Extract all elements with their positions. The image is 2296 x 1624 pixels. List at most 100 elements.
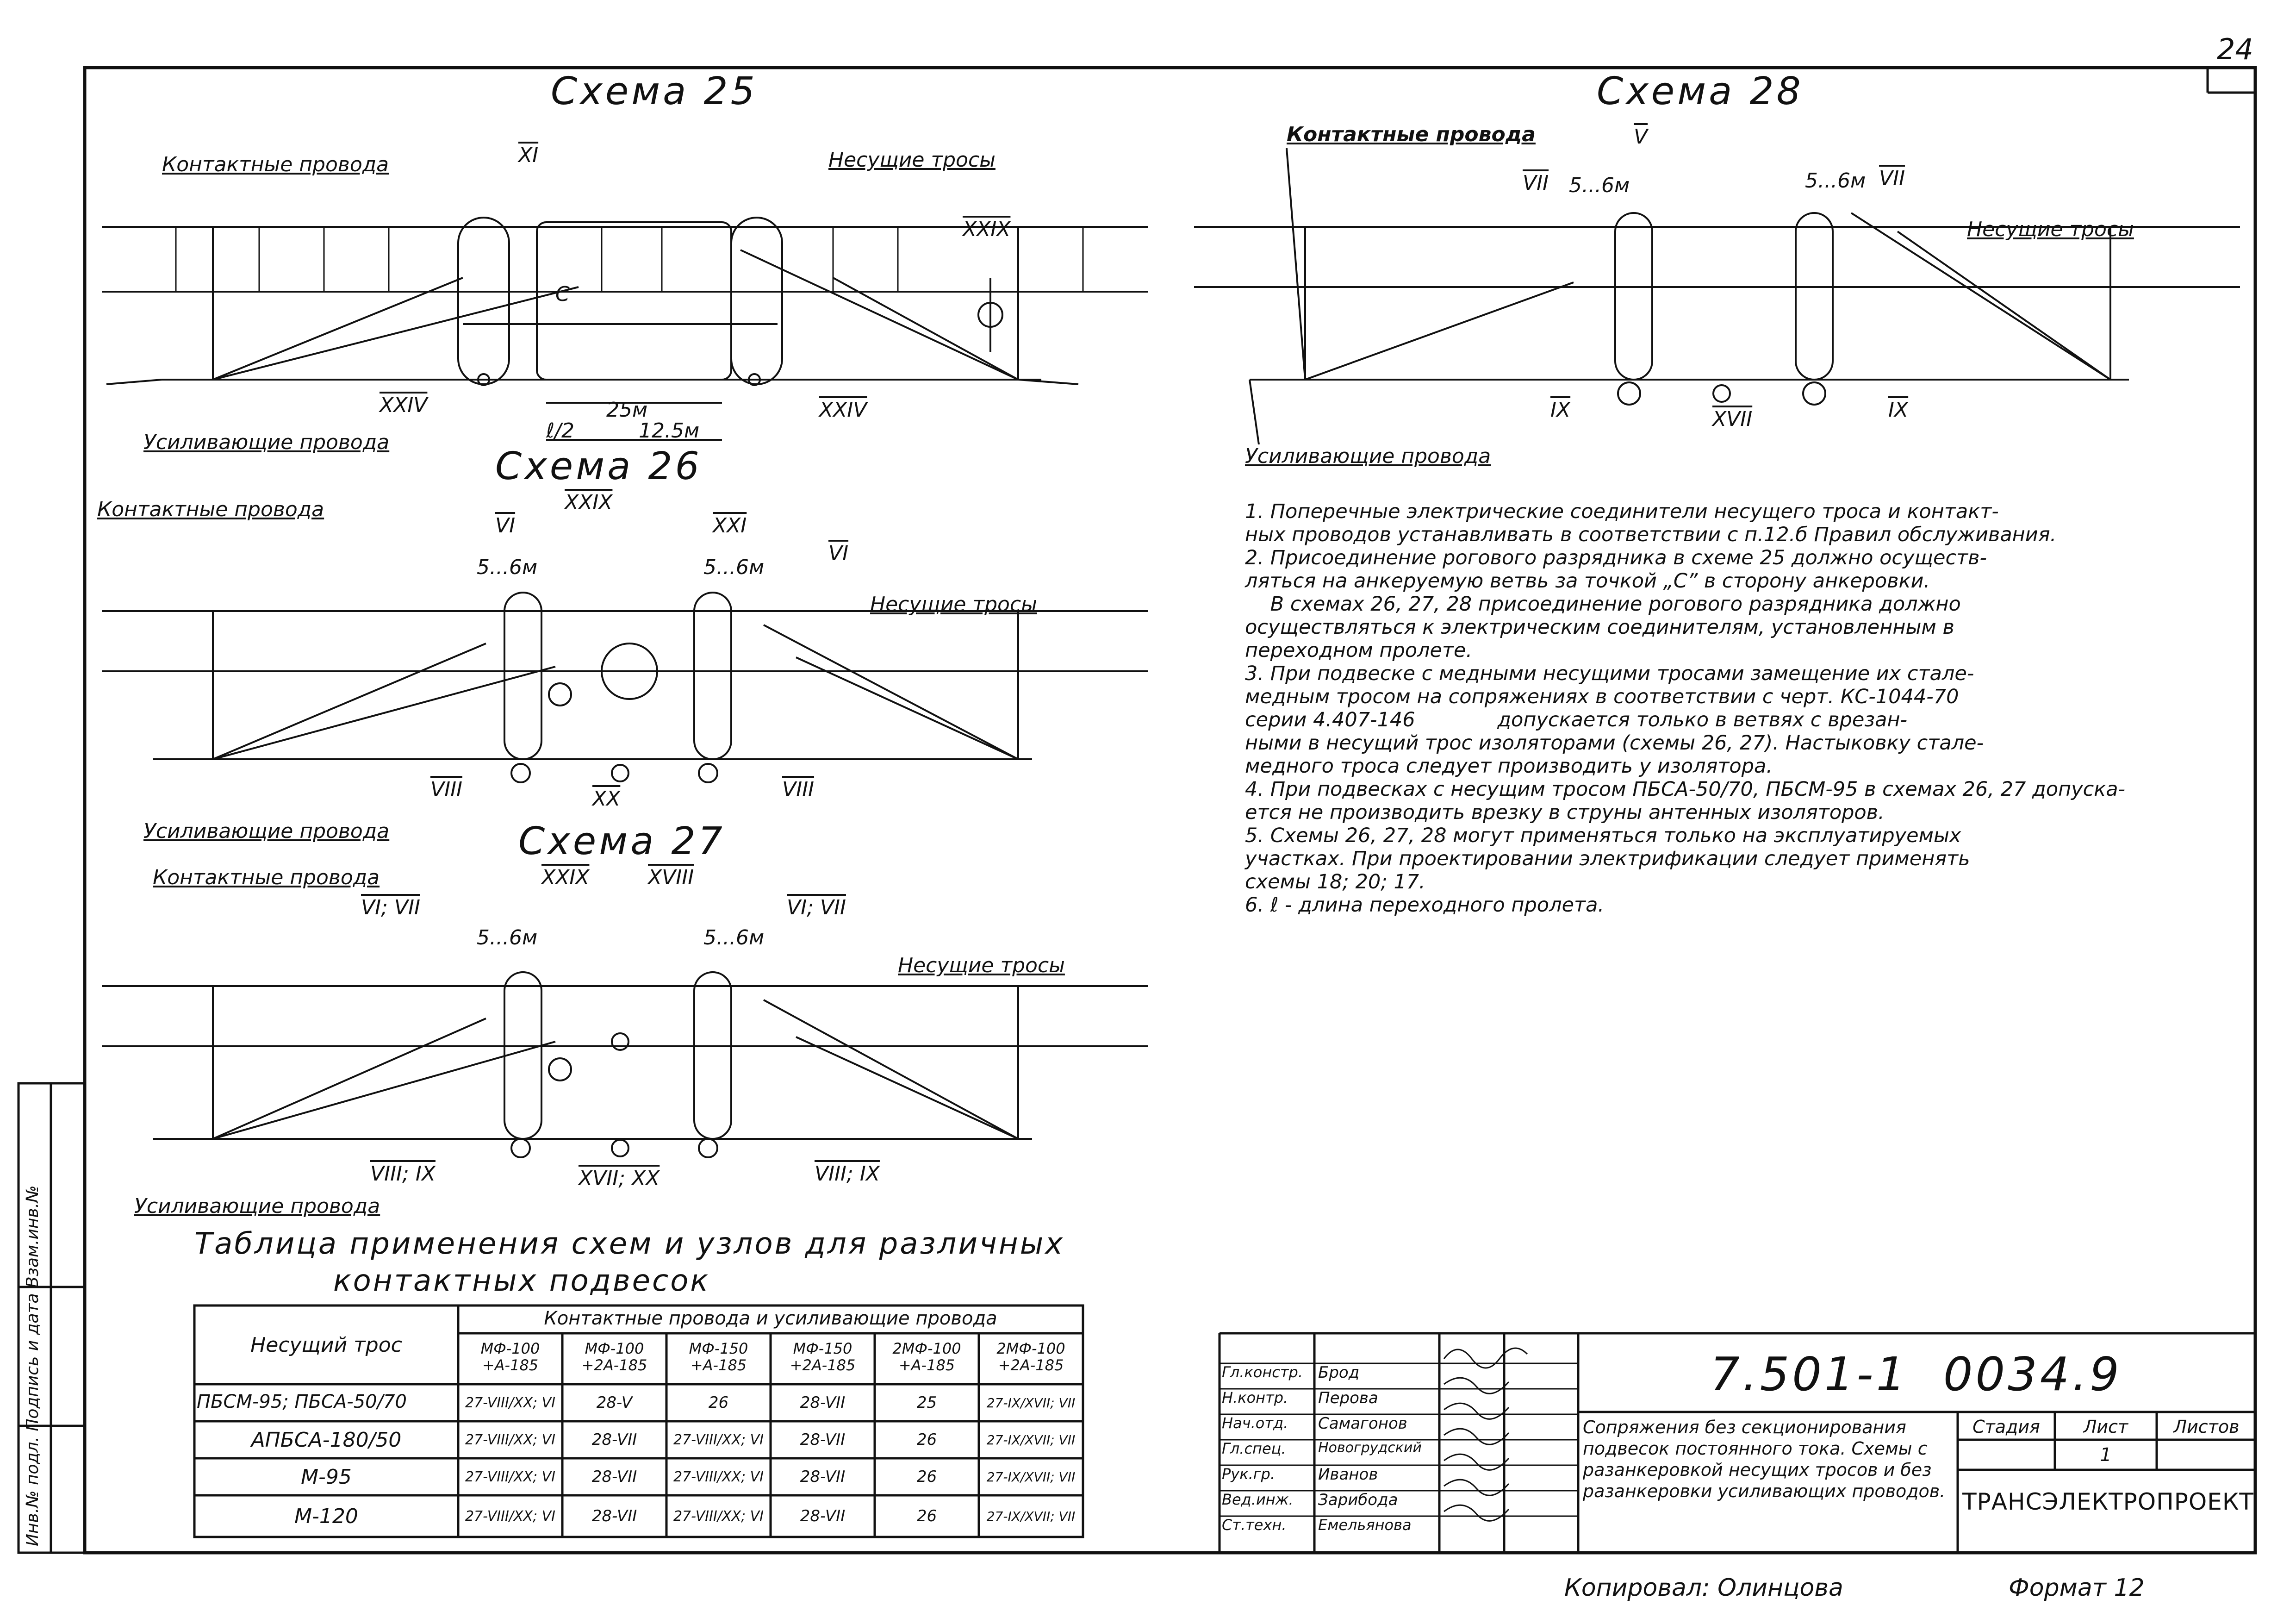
scheme-28-messenger-label: Несущие тросы — [1967, 218, 2134, 241]
table-col-header: Несущий трос — [250, 1333, 402, 1357]
table-cell: 27-VIII/XX; VI — [673, 1508, 764, 1524]
table-cell: 28-VII — [800, 1507, 846, 1525]
table-cell: 27-VIII/XX; VI — [465, 1394, 556, 1411]
notes-block: 1. Поперечные электрические соединители … — [1245, 500, 2240, 917]
table-cell: 26 — [916, 1430, 937, 1449]
footer-format: Формат 12 — [2009, 1574, 2145, 1602]
scheme-25-drawing — [102, 217, 1148, 441]
scheme-27-node-c: XVIII — [648, 866, 694, 889]
table-cell: 27-VIII/XX; VI — [465, 1468, 556, 1485]
person-name: Перова — [1318, 1389, 1378, 1407]
note-line: 2. Присоединение рогового разрядника в с… — [1245, 546, 1987, 569]
note-line: медным тросом на сопряжениях в соответст… — [1245, 685, 1959, 708]
table-row-1-name: АПБСА-180/50 — [251, 1428, 402, 1452]
scheme-28-reinf-label: Усиливающие провода — [1245, 444, 1491, 468]
scheme-25-contact-label: Контактные провода — [162, 153, 389, 176]
scheme-26-node-c: XXI — [713, 514, 747, 537]
scheme-26-node-d: VI — [828, 542, 849, 565]
role-label: Гл.констр. — [1222, 1363, 1303, 1381]
table-cell: 27-IX/XVII; VII — [986, 1508, 1076, 1524]
document-code: 7.501-1 0034.9 — [1710, 1347, 2122, 1401]
note-line: схемы 18; 20; 17. — [1245, 870, 1425, 893]
note-line: серии 4.407-146 допускается только в вет… — [1245, 708, 1908, 731]
scheme-26-dim-b: 5...6м — [703, 556, 765, 579]
scheme-26-node-a: VI — [495, 514, 516, 537]
scheme-25-node-a: XI — [518, 144, 539, 167]
table-row-2-name: М-95 — [301, 1465, 352, 1489]
scheme-28-node-b: VII — [1523, 171, 1549, 195]
role-label: Н.контр. — [1222, 1389, 1288, 1406]
role-label: Вед.инж. — [1222, 1491, 1294, 1508]
table-col-5: 2МФ-100 +2А-185 — [996, 1340, 1065, 1374]
person-name: Брод — [1318, 1363, 1360, 1382]
scheme-26-reinf-label: Усиливающие провода — [143, 819, 390, 843]
sheet-frame — [83, 66, 2257, 1555]
table-cell: 28-VII — [800, 1430, 846, 1449]
table-cell: 27-IX/XVII; VII — [986, 1395, 1076, 1411]
scheme-25-node-c: XXIV — [380, 394, 428, 417]
scheme-27-reinf-label: Усиливающие провода — [134, 1194, 380, 1218]
scheme-28-node-g: IX — [1888, 398, 1909, 422]
title-block-names: Брод Перова Самагонов Новогрудский Ивано… — [1318, 1363, 1438, 1542]
note-line: 6. ℓ - длина переходного пролета. — [1245, 893, 1605, 917]
scheme-27-dim-a: 5...6м — [477, 926, 538, 949]
scheme-26-title: Схема 26 — [495, 444, 702, 488]
note-line: переходном пролете. — [1245, 639, 1473, 662]
scheme-28-dim-a: 5...6м — [1569, 174, 1630, 197]
table-row-3-name: М-120 — [294, 1505, 358, 1528]
scheme-27-node-e: VIII; IX — [370, 1162, 436, 1186]
scheme-25-node-d: XXIV — [819, 398, 867, 422]
scheme-28-dim-b: 5...6м — [1805, 169, 1866, 193]
table-cell: 28-VII — [591, 1468, 637, 1486]
sheets-label: Листов — [2173, 1417, 2240, 1437]
table-cell: 25 — [916, 1393, 937, 1412]
note-line: ных проводов устанавливать в соответстви… — [1245, 523, 2057, 546]
table-cell: 28-VII — [591, 1430, 637, 1449]
table-col-1: МФ-100 +2А-185 — [581, 1340, 647, 1374]
scheme-27-dim-b: 5...6м — [703, 926, 765, 949]
note-line: ными в несущий трос изоляторами (схемы 2… — [1245, 731, 1984, 755]
scheme-27-node-f: XVII; XX — [579, 1167, 660, 1190]
scheme-27-node-g: VIII; IX — [815, 1162, 880, 1186]
title-block-roles: Гл.констр. Н.контр. Нач.отд. Гл.спец. Ру… — [1222, 1363, 1314, 1542]
document-description: Сопряжения без секционирования подвесок … — [1583, 1417, 1946, 1501]
signatures-drawing — [1443, 1347, 1528, 1522]
sheet-number: 24 — [2217, 32, 2253, 66]
person-name: Зарибода — [1318, 1491, 1398, 1509]
scheme-25-title: Схема 25 — [551, 69, 758, 113]
person-name: Новогрудский — [1318, 1440, 1422, 1456]
scheme-26-node-e: VIII — [430, 778, 463, 801]
footer-copied: Копировал: Олинцова — [1564, 1574, 1843, 1602]
scheme-28-node-a: V — [1634, 125, 1648, 149]
note-line: 5. Схемы 26, 27, 28 могут применяться то… — [1245, 824, 1961, 847]
role-label: Рук.гр. — [1222, 1465, 1276, 1483]
note-line: ется не производить врезку в струны анте… — [1245, 801, 1885, 824]
note-line: ляться на анкеруемую ветвь за точкой „С”… — [1245, 569, 1930, 593]
scheme-28-node-f: XVII — [1712, 407, 1753, 431]
table-group-header: Контактные провода и усиливающие провода — [544, 1308, 997, 1329]
person-name: Самагонов — [1318, 1414, 1407, 1433]
side-stamp: Инв.№ подл. Подпись и дата Взам.инв.№ — [23, 1185, 42, 1546]
table-cell: 26 — [916, 1468, 937, 1486]
note-line: участках. При проектировании электрифика… — [1245, 847, 1970, 870]
scheme-25-dim-total: 25м — [606, 398, 648, 422]
scheme-27-node-b: XXIX — [541, 866, 590, 889]
note-line: 4. При подвесках с несущим тросом ПБСА-5… — [1245, 778, 2126, 801]
table-cell: 27-VIII/XX; VI — [673, 1468, 764, 1485]
scheme-25-dim-half: 12.5м — [639, 419, 700, 443]
table-cell: 28-VII — [800, 1468, 846, 1486]
table-cell: 28-VII — [800, 1393, 846, 1412]
person-name: Иванов — [1318, 1465, 1378, 1484]
table-title-line1: Таблица применения схем и узлов для разл… — [194, 1227, 1065, 1261]
scheme-28-node-e: IX — [1550, 398, 1571, 422]
table-cell: 27-VIII/XX; VI — [465, 1431, 556, 1448]
table-col-0: МФ-100 +А-185 — [480, 1340, 540, 1374]
table-cell: 28-V — [596, 1393, 633, 1412]
note-line: 1. Поперечные электрические соединители … — [1245, 500, 1999, 523]
scheme-26-drawing — [102, 592, 1148, 783]
scheme-27-messenger-label: Несущие тросы — [898, 954, 1065, 977]
table-row-0-name: ПБСМ-95; ПБСА-50/70 — [197, 1391, 407, 1412]
note-line: медного троса следует производить у изол… — [1245, 755, 1773, 778]
table-cell: 27-IX/XVII; VII — [986, 1469, 1076, 1485]
table-col-4: 2МФ-100 +А-185 — [892, 1340, 961, 1374]
